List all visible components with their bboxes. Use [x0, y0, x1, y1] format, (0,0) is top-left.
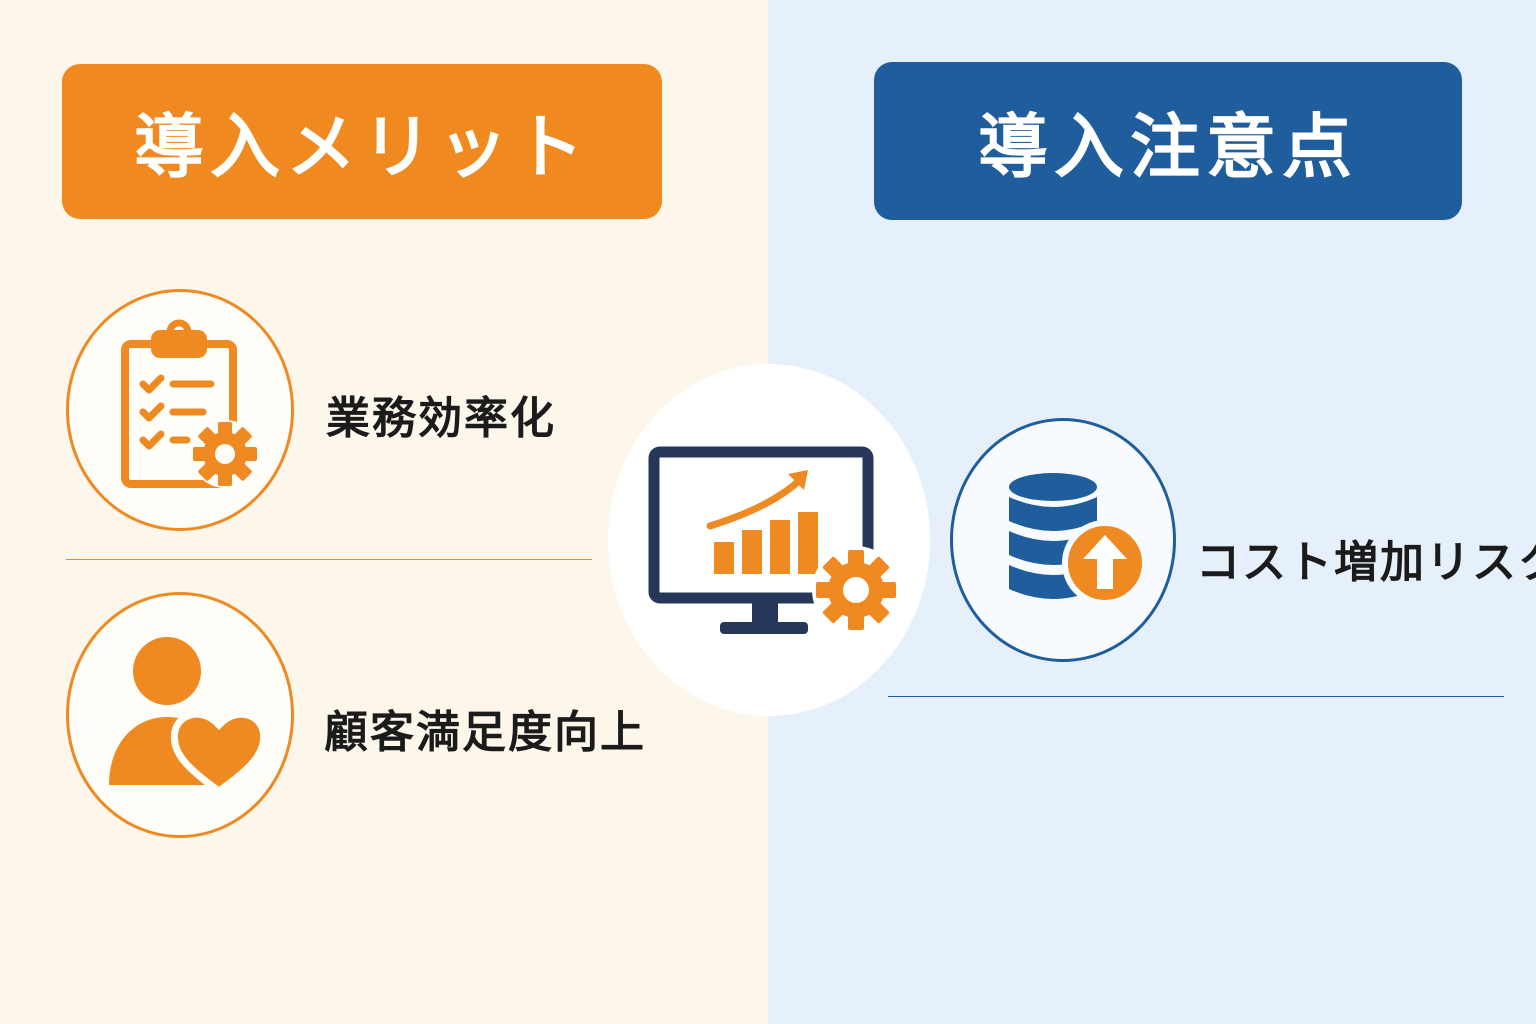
clipboard-checklist-gear-icon: [121, 319, 259, 488]
center-icon-circle: [608, 364, 930, 716]
caution-icon-circle-cost: [950, 418, 1176, 662]
caution-label-cost: コスト増加リスク: [1196, 537, 1536, 588]
merit-label-satisfaction: 顧客満足度向上: [324, 707, 646, 758]
merit-label-efficiency: 業務効率化: [326, 393, 556, 444]
cautions-title: 導入注意点: [874, 62, 1462, 220]
merits-divider: [66, 559, 592, 560]
person-heart-icon: [109, 637, 268, 796]
merits-title: 導入メリット: [62, 64, 662, 219]
monitor-chart-gear-icon: [648, 446, 900, 634]
database-arrow-up-icon: [1009, 473, 1148, 606]
merit-icon-circle-satisfaction: [66, 592, 294, 838]
cautions-divider: [888, 696, 1504, 697]
merit-icon-circle-efficiency: [66, 289, 294, 531]
